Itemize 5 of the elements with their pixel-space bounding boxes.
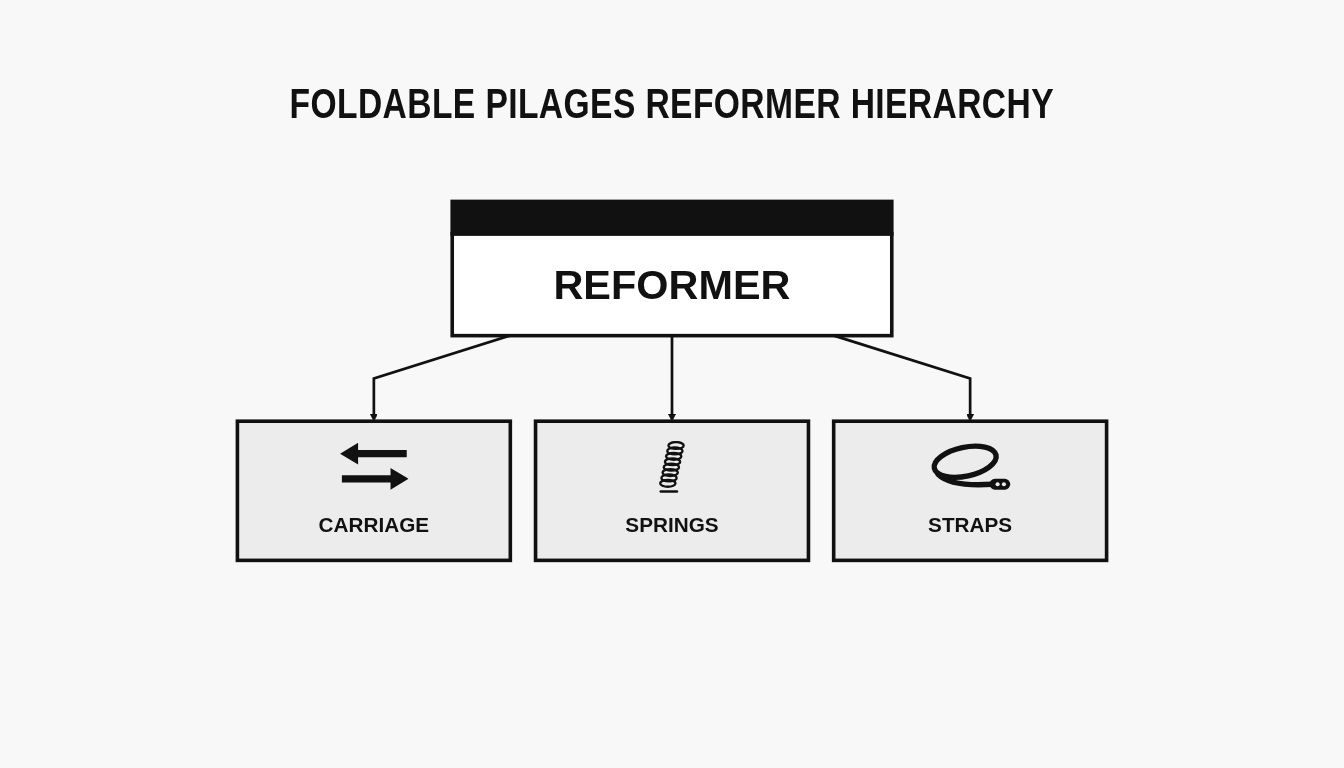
node-box: CARRIAGE	[235, 419, 513, 563]
diagram-title: FOLDABLE PILAGES REFORMER HIERARCHY	[289, 80, 1055, 128]
node-box: STRAPS	[831, 419, 1109, 563]
arrow	[668, 335, 676, 422]
node-box: SPRINGS	[533, 419, 811, 563]
